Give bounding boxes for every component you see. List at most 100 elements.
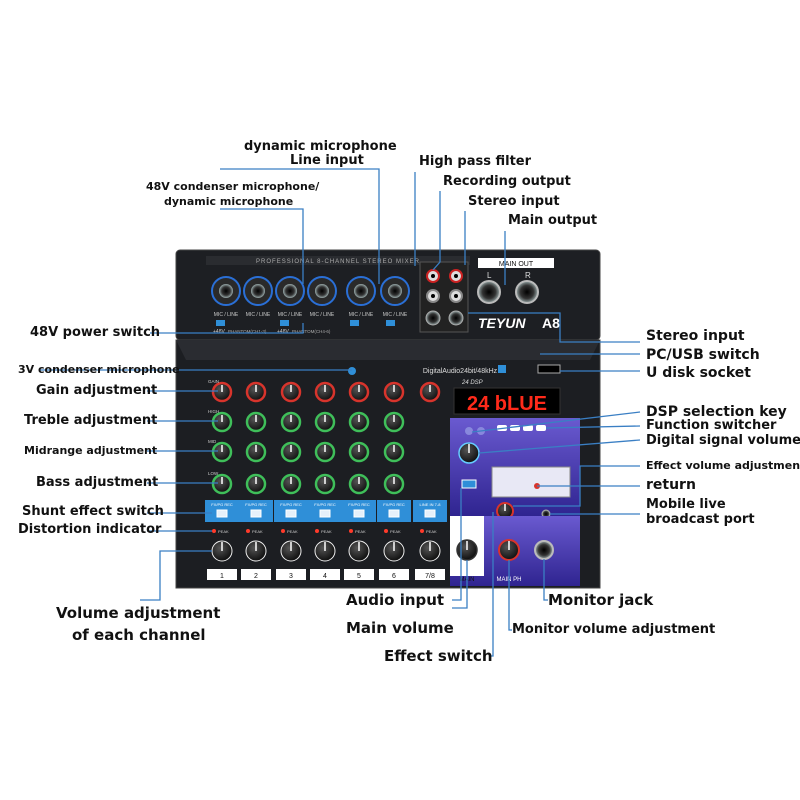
high-knob[interactable] bbox=[211, 411, 233, 433]
main-out-jack-l[interactable] bbox=[477, 280, 501, 304]
high-knob[interactable] bbox=[383, 411, 405, 433]
low-knob[interactable] bbox=[348, 473, 370, 495]
stereo-jack[interactable] bbox=[448, 310, 464, 326]
monitor-volume-knob[interactable] bbox=[498, 539, 520, 561]
channel-number-plate bbox=[276, 569, 306, 580]
channel-number-plate bbox=[415, 569, 445, 580]
mid-knob[interactable] bbox=[280, 441, 302, 463]
annotation-gain-adjustment: Gain adjustment bbox=[36, 383, 158, 398]
shunt-effect-switch[interactable] bbox=[285, 509, 297, 518]
phantom-switch-2[interactable] bbox=[280, 320, 289, 326]
gain-knob[interactable] bbox=[419, 381, 441, 403]
low-knob[interactable] bbox=[245, 473, 267, 495]
mic-line-label: MIC / LINE bbox=[383, 312, 408, 318]
high-knob[interactable] bbox=[348, 411, 370, 433]
gain-knob[interactable] bbox=[245, 381, 267, 403]
phantom-switch-1[interactable] bbox=[216, 320, 225, 326]
mid-knob[interactable] bbox=[211, 441, 233, 463]
dsp-section: 24 DSP 24 bLUE MAIN MAIN PH bbox=[450, 364, 580, 586]
gain-knob[interactable] bbox=[348, 381, 370, 403]
mid-knob[interactable] bbox=[383, 441, 405, 463]
high-knob[interactable] bbox=[280, 411, 302, 433]
xlr-combo-jack[interactable] bbox=[307, 276, 337, 306]
mic-3v-jack[interactable] bbox=[348, 367, 356, 375]
usb-socket[interactable] bbox=[537, 364, 561, 374]
annotation-main-output: Main output bbox=[508, 213, 598, 228]
low-knob[interactable] bbox=[314, 473, 336, 495]
dsp-selection-key[interactable] bbox=[465, 427, 473, 435]
fx-label: FX/PG REC bbox=[245, 502, 267, 507]
channel-volume-knob[interactable] bbox=[383, 540, 405, 562]
peak-label: PEAK bbox=[218, 529, 229, 534]
mid-knob[interactable] bbox=[348, 441, 370, 463]
annotation-shunt-effect-switch: Shunt effect switch bbox=[22, 504, 164, 519]
high-knob[interactable] bbox=[314, 411, 336, 433]
low-knob[interactable] bbox=[383, 473, 405, 495]
xlr-combo-jack[interactable] bbox=[275, 276, 305, 306]
main-volume-knob[interactable] bbox=[456, 539, 478, 561]
xlr-combo-jack[interactable] bbox=[211, 276, 241, 306]
gain-knob[interactable] bbox=[383, 381, 405, 403]
annotation-u-disk-socket: U disk socket bbox=[646, 365, 751, 381]
row-label: GAIN bbox=[208, 379, 219, 384]
row-label: LOW bbox=[208, 471, 219, 476]
annotation-mobile-live-2: broadcast port bbox=[646, 512, 755, 527]
usb-pc-switch[interactable] bbox=[498, 365, 506, 373]
shunt-effect-switch[interactable] bbox=[250, 509, 262, 518]
low-knob[interactable] bbox=[211, 473, 233, 495]
rca-jack[interactable] bbox=[426, 269, 440, 283]
channel-volume-knob[interactable] bbox=[314, 540, 336, 562]
mute-button[interactable] bbox=[461, 479, 477, 489]
channel-volume-knob[interactable] bbox=[211, 540, 233, 562]
effect-volume-knob[interactable] bbox=[496, 502, 514, 520]
channel-number-plate bbox=[379, 569, 409, 580]
mid-knob[interactable] bbox=[314, 441, 336, 463]
channel-volume-knob[interactable] bbox=[280, 540, 302, 562]
peak-label: PEAK bbox=[355, 529, 366, 534]
hpf-switch[interactable] bbox=[350, 320, 359, 326]
gain-knob[interactable] bbox=[211, 381, 233, 403]
channel-number-plate bbox=[241, 569, 271, 580]
channel-volume-knob[interactable] bbox=[419, 540, 441, 562]
digital-volume-knob[interactable] bbox=[458, 442, 480, 464]
channel-volume-knob[interactable] bbox=[348, 540, 370, 562]
main-out-r: R bbox=[525, 271, 531, 280]
shunt-effect-switch[interactable] bbox=[216, 509, 228, 518]
xlr-combo-jack[interactable] bbox=[346, 276, 376, 306]
peak-label: PEAK bbox=[390, 529, 401, 534]
xlr-combo-jack[interactable] bbox=[380, 276, 410, 306]
xlr-combo-jack[interactable] bbox=[243, 276, 273, 306]
annotation-mobile-live-1: Mobile live bbox=[646, 497, 726, 512]
led-display bbox=[453, 387, 561, 415]
mic-line-label: MIC / LINE bbox=[349, 312, 374, 318]
hpf-switch[interactable] bbox=[386, 320, 395, 326]
peak-led bbox=[384, 529, 388, 533]
stereo-jack[interactable] bbox=[425, 310, 441, 326]
channel-number-plate bbox=[310, 569, 340, 580]
shunt-effect-switch[interactable] bbox=[388, 509, 400, 518]
fx-label: FX/PG REC bbox=[314, 502, 336, 507]
phantom-label: PHANTOM(CH1-3) bbox=[228, 329, 267, 334]
shunt-effect-switch[interactable] bbox=[353, 509, 365, 518]
shunt-effect-switch[interactable] bbox=[424, 509, 436, 518]
rca-jack[interactable] bbox=[426, 289, 440, 303]
high-knob[interactable] bbox=[245, 411, 267, 433]
gain-knob[interactable] bbox=[280, 381, 302, 403]
shunt-effect-switch[interactable] bbox=[319, 509, 331, 518]
mid-knob[interactable] bbox=[245, 441, 267, 463]
rca-jack[interactable] bbox=[449, 269, 463, 283]
annotation-volume-adjustment-2: of each channel bbox=[72, 626, 206, 644]
gain-knob[interactable] bbox=[314, 381, 336, 403]
low-knob[interactable] bbox=[280, 473, 302, 495]
monitor-jack[interactable] bbox=[534, 540, 554, 560]
model-label: A8 bbox=[542, 315, 560, 331]
fx-label: FX/PG REC bbox=[280, 502, 302, 507]
leader-lines bbox=[40, 168, 641, 657]
annotation-dynamic-mic: dynamic microphone bbox=[244, 139, 397, 154]
rca-jack[interactable] bbox=[449, 289, 463, 303]
main-out-jack-r[interactable] bbox=[515, 280, 539, 304]
channel-volume-knob[interactable] bbox=[245, 540, 267, 562]
fx-label: FX/PG REC bbox=[348, 502, 370, 507]
